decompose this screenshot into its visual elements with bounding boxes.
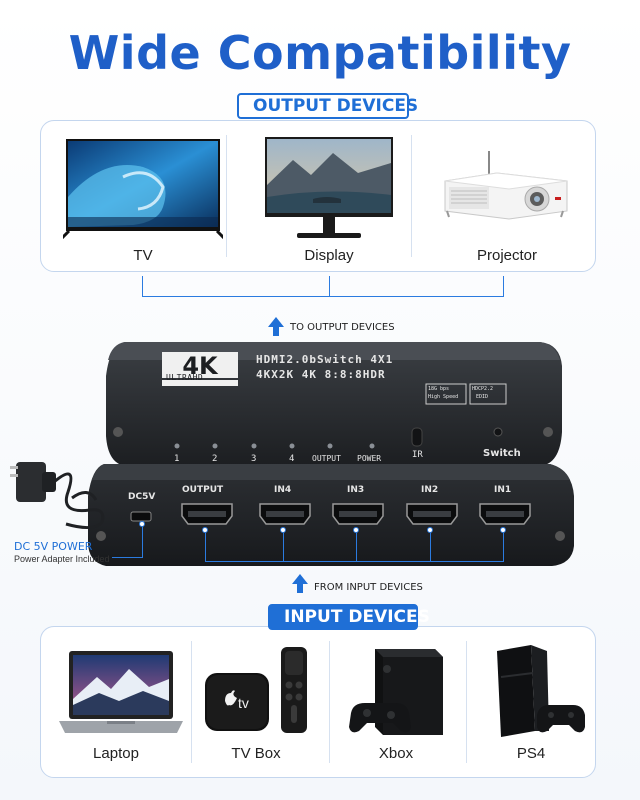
connector-dot <box>353 527 359 533</box>
port-label-in3: IN3 <box>347 485 365 495</box>
switch-badge-hdcp: HDCP2.2 <box>472 386 494 392</box>
port-label-dc5v: DC5V <box>128 492 156 502</box>
led-label-4: 4 <box>289 454 295 464</box>
led-label-1: 1 <box>174 454 180 464</box>
svg-text:4K: 4K <box>182 352 219 380</box>
output-devices-panel: TV Display Projector <box>40 120 596 272</box>
connector-line <box>205 561 504 562</box>
input-device-label-laptop: Laptop <box>93 745 139 762</box>
arrow-up-icon <box>273 326 279 336</box>
output-device-label-projector: Projector <box>476 247 538 264</box>
to-output-devices-label: TO OUTPUT DEVICES <box>290 322 395 333</box>
power-adapter-subtitle: Power Adapter Included <box>14 554 110 564</box>
panel-divider <box>226 135 227 257</box>
output-device-label-display: Display <box>304 247 354 264</box>
connector-dot <box>500 527 506 533</box>
output-devices-heading: OUTPUT DEVICES <box>237 93 418 119</box>
arrow-up-icon <box>297 583 303 593</box>
connector-line <box>142 527 143 557</box>
switch-logo-sub: ULTRAHD <box>166 373 204 382</box>
connector-line <box>329 276 330 296</box>
connector-line <box>430 533 431 561</box>
connector-line <box>283 533 284 561</box>
panel-divider <box>329 641 330 763</box>
connector-line <box>356 533 357 561</box>
port-label-in4: IN4 <box>274 485 292 495</box>
input-device-label-tvbox: TV Box <box>231 745 281 762</box>
connector-dot <box>202 527 208 533</box>
connector-line <box>142 276 143 296</box>
tv-box-icon <box>205 647 307 733</box>
power-adapter-title: DC 5V POWER <box>14 540 93 553</box>
port-label-in2: IN2 <box>421 485 439 495</box>
connector-line <box>142 296 504 297</box>
switch-button-label: Switch <box>483 448 521 459</box>
ps4-icon <box>497 645 585 737</box>
power-adapter-icon <box>10 462 105 529</box>
panel-divider <box>411 135 412 257</box>
connector-dot <box>139 521 145 527</box>
ir-label: IR <box>412 450 423 460</box>
input-devices-panel: Laptop tv TV Box Xbox PS4 <box>40 626 596 778</box>
input-devices-heading: INPUT DEVICES <box>268 604 430 630</box>
arrow-up-icon <box>268 317 284 327</box>
switch-badge-edid: EDID <box>476 394 489 400</box>
switch-badge-speed: High Speed <box>428 394 459 400</box>
panel-divider <box>466 641 467 763</box>
connector-line <box>205 533 206 561</box>
connector-line <box>112 557 143 558</box>
tv-icon <box>63 139 223 240</box>
led-label-output: OUTPUT <box>312 454 341 463</box>
laptop-icon <box>59 651 183 733</box>
switch-model-line1: HDMI2.0bSwitch 4X1 <box>256 353 394 366</box>
connector-dot <box>427 527 433 533</box>
connector-line <box>503 276 504 296</box>
port-label-in1: IN1 <box>494 485 512 495</box>
xbox-icon <box>349 649 443 735</box>
hdmi-switch-device: 4K <box>88 342 574 566</box>
switch-model-line2: 4KX2K 4K 8:8:8HDR <box>256 368 386 381</box>
led-label-2: 2 <box>212 454 218 464</box>
projector-icon <box>444 151 568 220</box>
input-device-label-ps4: PS4 <box>516 745 546 762</box>
apple-tv-text: tv <box>238 695 249 711</box>
output-device-label-tv: TV <box>133 247 153 264</box>
led-label-3: 3 <box>251 454 257 464</box>
monitor-icon <box>265 137 393 238</box>
connector-line <box>503 533 504 561</box>
page-title: Wide Compatibility <box>68 26 572 80</box>
arrow-up-icon <box>292 574 308 584</box>
from-input-devices-label: FROM INPUT DEVICES <box>314 582 423 593</box>
led-label-power: POWER <box>357 454 382 463</box>
input-device-label-xbox: Xbox <box>378 745 414 762</box>
panel-divider <box>191 641 192 763</box>
connector-dot <box>280 527 286 533</box>
switch-badge-bandwidth: 18G bps <box>428 386 450 392</box>
port-label-output: OUTPUT <box>182 485 224 495</box>
